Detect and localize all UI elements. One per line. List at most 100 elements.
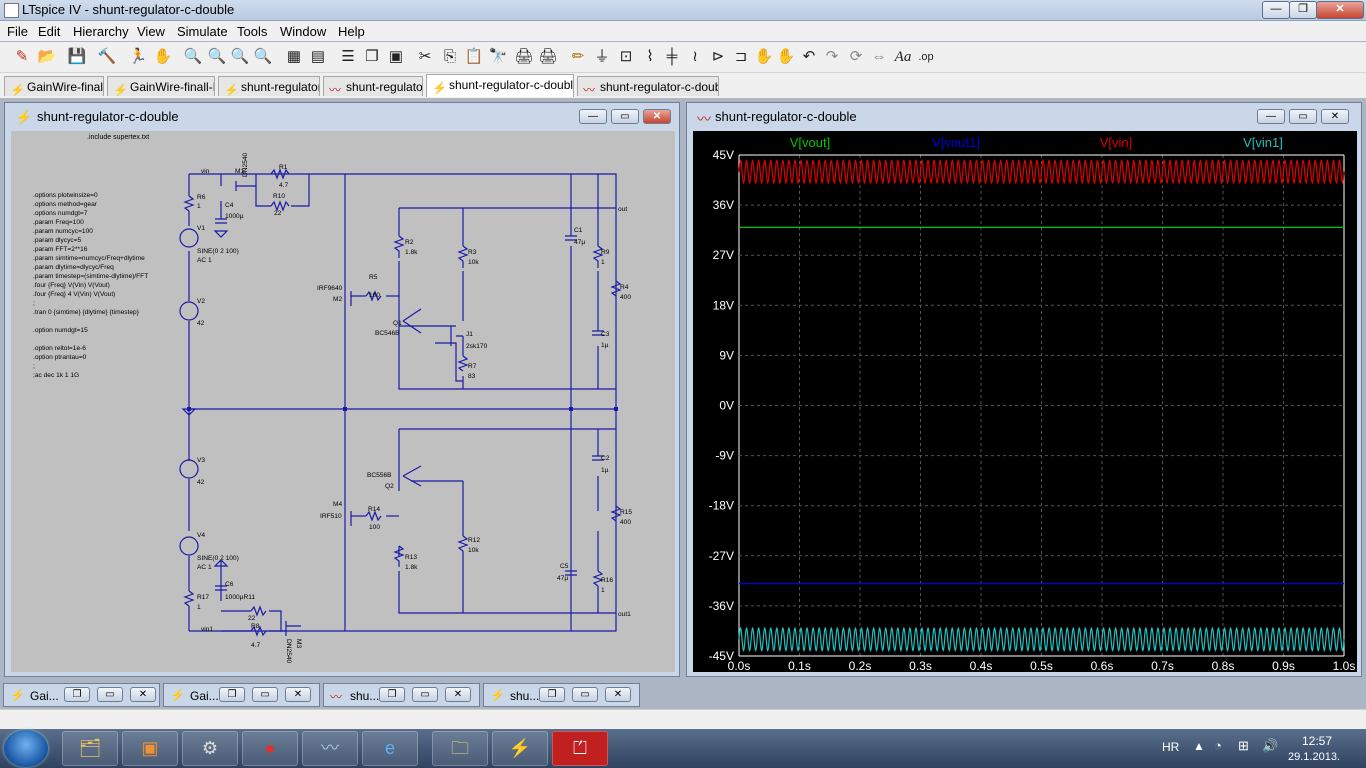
explorer-taskbar-icon[interactable]: 🗂 xyxy=(62,731,118,766)
menu-help[interactable]: Help xyxy=(338,24,365,39)
menu-window[interactable]: Window xyxy=(280,24,327,39)
control-panel-icon[interactable]: 🔨 xyxy=(97,48,117,65)
fft-icon[interactable]: ▤ xyxy=(310,48,326,65)
language-indicator[interactable]: HR xyxy=(1162,740,1180,754)
zoom-in-icon[interactable]: 🔍 xyxy=(183,48,203,65)
maximize-button[interactable]: ▭ xyxy=(572,687,598,702)
save-icon[interactable]: 💾 xyxy=(67,48,87,65)
tray-expand-icon[interactable]: ▲ xyxy=(1193,739,1205,753)
restore-button[interactable]: ❐ xyxy=(64,687,90,702)
run-icon[interactable]: 🏃 xyxy=(128,48,148,65)
legend-entry[interactable]: V[vout1] xyxy=(932,135,980,150)
clock-time[interactable]: 12:57 xyxy=(1302,734,1333,748)
new-schematic-icon[interactable]: ✎ xyxy=(15,48,29,65)
menu-view[interactable]: View xyxy=(137,24,165,39)
maximize-button[interactable]: ▭ xyxy=(412,687,438,702)
menu-edit[interactable]: Edit xyxy=(38,24,61,39)
zoom-fit-icon[interactable]: 🔍 xyxy=(253,48,273,65)
tab-shunt-regulator-c-double-schematic[interactable]: ⚡shunt-regulator-c-double xyxy=(426,74,574,97)
nero-taskbar-icon[interactable]: ● xyxy=(242,731,298,766)
print-setup-icon[interactable]: 🖨 xyxy=(514,48,534,65)
schematic-minimize-button[interactable]: — xyxy=(579,109,607,124)
print-icon[interactable]: 🖨 xyxy=(538,48,558,65)
menu-tools[interactable]: Tools xyxy=(237,24,268,39)
maximize-button[interactable]: ▭ xyxy=(97,687,123,702)
sync-icon[interactable]: ◔ xyxy=(1214,738,1222,753)
tab-shunt-regulator-schematic[interactable]: ⚡shunt-regulator xyxy=(218,76,320,96)
autorange-icon[interactable]: ▦ xyxy=(286,48,302,65)
zoom-out-icon[interactable]: 🔍 xyxy=(230,48,250,65)
halt-icon[interactable]: ✋ xyxy=(153,48,173,65)
minimized-window[interactable]: 〰 shu... ❐ ▭ ✕ xyxy=(323,683,480,707)
close-button[interactable]: ✕ xyxy=(285,687,311,702)
resistor-icon[interactable]: ⌇ xyxy=(646,48,654,65)
component-icon[interactable]: ⊐ xyxy=(734,48,748,65)
rotate-icon[interactable]: ⟳ xyxy=(849,48,863,65)
undo-icon[interactable]: ↶ xyxy=(802,48,816,65)
minimized-window[interactable]: ⚡ Gai... ❐ ▭ ✕ xyxy=(163,683,320,707)
wire-icon[interactable]: ✏ xyxy=(571,48,585,65)
tab-gainwire-finall[interactable]: ⚡GainWire-finall xyxy=(4,76,104,96)
include-directive[interactable]: .include supertex.txt xyxy=(87,134,149,141)
network-icon[interactable]: ⊞ xyxy=(1238,738,1249,753)
tab-shunt-regulator-waveform[interactable]: 〰shunt-regulator xyxy=(323,76,423,96)
schematic-close-button[interactable]: ✕ xyxy=(643,109,671,124)
tab-shunt-regulator-c-double-waveform[interactable]: 〰shunt-regulator-c-double xyxy=(577,76,719,96)
ground-icon[interactable]: ⏚ xyxy=(594,48,610,65)
copy-icon[interactable]: ⎘ xyxy=(443,48,456,65)
schematic-canvas[interactable]: .include supertex.txt .options plotwinsi… xyxy=(11,131,675,672)
pan-icon[interactable]: 🔍 xyxy=(207,48,227,65)
schematic-maximize-button[interactable]: ▭ xyxy=(611,109,639,124)
plot-legend[interactable]: V[vout] V[vout1] V[vin] V[vin1] xyxy=(790,135,1283,150)
menu-file[interactable]: File xyxy=(7,24,28,39)
find-icon[interactable]: 🔭 xyxy=(488,48,508,65)
text-icon[interactable]: Aa xyxy=(894,49,912,65)
oscilloscope-taskbar-icon[interactable]: 〰 xyxy=(302,731,358,766)
open-icon[interactable]: 📂 xyxy=(37,48,57,65)
spice-directive-icon[interactable]: .op xyxy=(918,51,934,63)
menu-simulate[interactable]: Simulate xyxy=(177,24,228,39)
installer-taskbar-icon[interactable]: ▣ xyxy=(122,731,178,766)
tile-horizontal-icon[interactable]: ☰ xyxy=(341,48,355,65)
minimized-window[interactable]: ⚡ Gai... ❐ ▭ ✕ xyxy=(3,683,160,707)
pdf-reader-taskbar-icon[interactable]: ⏍ xyxy=(552,731,608,766)
clock-date[interactable]: 29.1.2013. xyxy=(1288,751,1340,763)
close-windows-icon[interactable]: ▣ xyxy=(388,48,404,65)
waveform-maximize-button[interactable]: ▭ xyxy=(1289,109,1317,124)
inductor-icon[interactable]: ≀ xyxy=(692,48,698,65)
capacitor-icon[interactable]: ╪ xyxy=(666,48,678,65)
paste-icon[interactable]: 📋 xyxy=(464,48,484,65)
drag-icon[interactable]: ✋ xyxy=(776,48,796,65)
webcam-taskbar-icon[interactable]: ⚙ xyxy=(182,731,238,766)
close-button[interactable]: ✕ xyxy=(605,687,631,702)
ltspice-taskbar-icon[interactable]: ⚡ xyxy=(492,731,548,766)
spice-directives[interactable]: .options plotwinsize=0 .options method=g… xyxy=(33,192,148,379)
restore-button[interactable]: ❐ xyxy=(379,687,405,702)
menu-hierarchy[interactable]: Hierarchy xyxy=(73,24,129,39)
cut-icon[interactable]: ✂ xyxy=(418,48,432,65)
mirror-icon[interactable]: ⇔ xyxy=(871,48,887,65)
move-icon[interactable]: ✋ xyxy=(754,48,774,65)
minimize-button[interactable]: — xyxy=(1262,1,1290,19)
legend-entry[interactable]: V[vin1] xyxy=(1243,135,1283,150)
maximize-button[interactable]: ❐ xyxy=(1289,1,1317,19)
start-button[interactable] xyxy=(4,730,48,767)
file-manager-taskbar-icon[interactable]: 🗀 xyxy=(432,731,488,766)
waveform-minimize-button[interactable]: — xyxy=(1257,109,1285,124)
close-button[interactable]: ✕ xyxy=(445,687,471,702)
legend-entry[interactable]: V[vout] xyxy=(790,135,830,150)
legend-entry[interactable]: V[vin] xyxy=(1100,135,1133,150)
volume-icon[interactable]: 🔊 xyxy=(1262,738,1279,753)
waveform-plot[interactable]: V[vout]V[vout1]V[vin]V[vin1] 45V36V27V18… xyxy=(693,131,1357,672)
close-button[interactable]: ✕ xyxy=(130,687,156,702)
waveform-close-button[interactable]: ✕ xyxy=(1321,109,1349,124)
diode-icon[interactable]: ⊳ xyxy=(711,48,725,65)
cascade-icon[interactable]: ❐ xyxy=(365,48,379,65)
restore-button[interactable]: ❐ xyxy=(539,687,565,702)
redo-icon[interactable]: ↷ xyxy=(825,48,839,65)
close-button[interactable]: ✕ xyxy=(1316,1,1364,19)
label-net-icon[interactable]: ⊡ xyxy=(619,48,633,65)
maximize-button[interactable]: ▭ xyxy=(252,687,278,702)
internet-explorer-taskbar-icon[interactable]: e xyxy=(362,731,418,766)
restore-button[interactable]: ❐ xyxy=(219,687,245,702)
